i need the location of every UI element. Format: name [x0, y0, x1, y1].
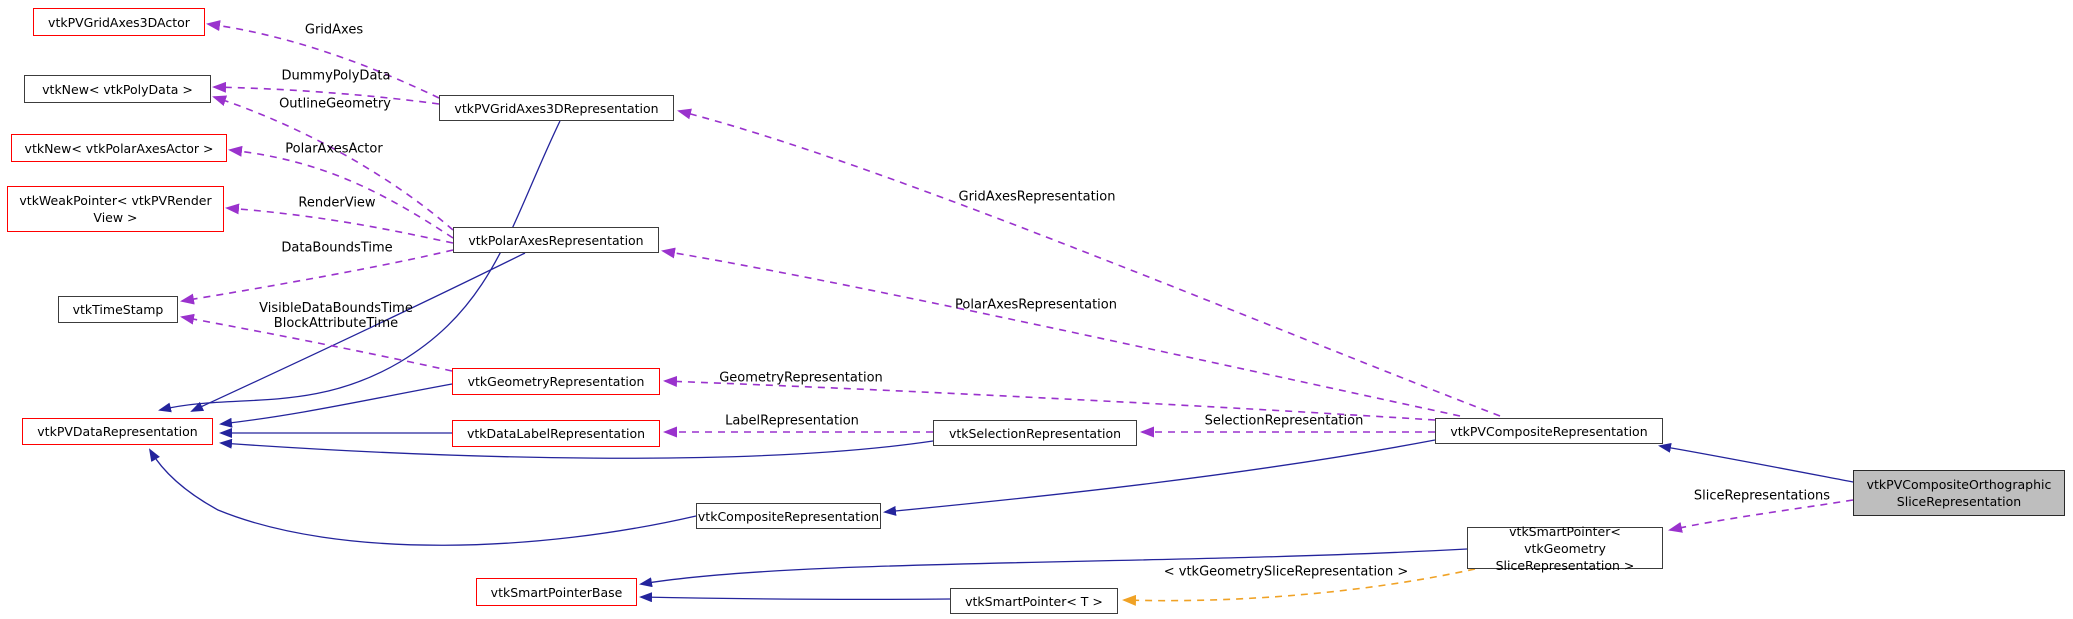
edge-usage-gridaxes	[206, 20, 440, 99]
edge-label-gridaxes: GridAxes	[304, 22, 364, 38]
edge-usage-gridaxesrepresentation	[677, 108, 1501, 417]
edge-label-visibledataboundstime: VisibleDataBoundsTime BlockAttributeTime	[259, 301, 413, 331]
edge-template-smartptr-instantiation	[1122, 568, 1476, 606]
edge-usage-outlinegeometry	[212, 95, 454, 231]
edge-inherit-smartptr-geom-to-smartptrbase	[639, 548, 1468, 588]
edge-inherit-gridaxes3drep-to-pvdatarep	[158, 120, 561, 413]
edge-label-dummypolydata: DummyPolyData	[281, 68, 391, 84]
node-vtkDataLabelRepresentation[interactable]: vtkDataLabelRepresentation	[452, 420, 660, 447]
edge-label-polaraxesactor: PolarAxesActor	[285, 141, 383, 157]
edge-label-gridaxesrepresentation: GridAxesRepresentation	[958, 189, 1116, 205]
edge-label-geometryrepresentation: GeometryRepresentation	[719, 370, 883, 386]
edge-inherit-geometryrep-to-pvdatarep	[219, 383, 453, 428]
node-vtkPolarAxesRepresentation[interactable]: vtkPolarAxesRepresentation	[453, 227, 659, 253]
edge-label-slicerepresentations: SliceRepresentations	[1693, 488, 1831, 504]
node-vtkPVDataRepresentation[interactable]: vtkPVDataRepresentation	[22, 418, 213, 445]
node-vtkPVCompositeRepresentation[interactable]: vtkPVCompositeRepresentation	[1435, 418, 1663, 444]
node-vtkGeometryRepresentation[interactable]: vtkGeometryRepresentation	[452, 368, 660, 395]
edge-label-labelrepresentation: LabelRepresentation	[725, 413, 859, 429]
node-vtkPVCompositeOrthographicSliceRepresentation: vtkPVCompositeOrthographic SliceRepresen…	[1853, 470, 2065, 516]
node-vtkNew-vtkPolyData[interactable]: vtkNew< vtkPolyData >	[24, 75, 211, 103]
edge-label-polaraxesrepresentation: PolarAxesRepresentation	[955, 297, 1117, 313]
edge-inherit-selectionrep-to-pvdatarep	[219, 438, 934, 459]
node-vtkSmartPointer-T[interactable]: vtkSmartPointer< T >	[950, 588, 1118, 614]
edge-label-renderview: RenderView	[298, 195, 376, 211]
node-vtkSmartPointer-vtkGeometrySliceRepresentation[interactable]: vtkSmartPointer< vtkGeometry SliceRepres…	[1467, 524, 1663, 573]
edge-inherit-smartptr-t-to-smartptrbase	[639, 592, 951, 603]
edge-usage-polaraxesactor	[228, 145, 454, 239]
edge-label-databoundstime: DataBoundsTime	[281, 240, 393, 256]
edge-inherit-polaraxesrep-to-pvdatarep	[190, 252, 526, 412]
edge-usage-databoundstime	[180, 249, 454, 305]
edge-inherit-compositerep-to-pvdatarep	[148, 448, 697, 546]
node-vtkWeakPointer-vtkPVRenderView[interactable]: vtkWeakPointer< vtkPVRender View >	[7, 186, 224, 232]
edge-usage-slicerepresentations	[1668, 499, 1854, 533]
edge-usage-visibledataboundstime	[180, 313, 453, 372]
edge-usage-renderview	[225, 203, 454, 244]
node-vtkCompositeRepresentation[interactable]: vtkCompositeRepresentation	[696, 503, 881, 529]
edge-usage-polaraxesrepresentation	[661, 247, 1461, 417]
node-vtkPVGridAxes3DRepresentation[interactable]: vtkPVGridAxes3DRepresentation	[439, 95, 674, 121]
edge-inherit-main-to-pvcompositerep	[1658, 442, 1854, 483]
edge-label-selectionrepresentation: SelectionRepresentation	[1204, 413, 1364, 429]
edge-usage-geometryrepresentation	[663, 375, 1436, 421]
node-vtkSmartPointerBase[interactable]: vtkSmartPointerBase	[476, 578, 637, 606]
edge-inherit-pvcompositerep-to-compositerep	[883, 439, 1436, 516]
node-vtkTimeStamp[interactable]: vtkTimeStamp	[58, 296, 178, 323]
edge-label-outlinegeometry: OutlineGeometry	[279, 96, 391, 112]
node-vtkPVGridAxes3DActor[interactable]: vtkPVGridAxes3DActor	[33, 8, 205, 36]
node-vtkNew-vtkPolarAxesActor[interactable]: vtkNew< vtkPolarAxesActor >	[11, 134, 227, 162]
edge-label-template-args: < vtkGeometrySliceRepresentation >	[1163, 564, 1409, 580]
node-vtkSelectionRepresentation[interactable]: vtkSelectionRepresentation	[933, 420, 1137, 446]
